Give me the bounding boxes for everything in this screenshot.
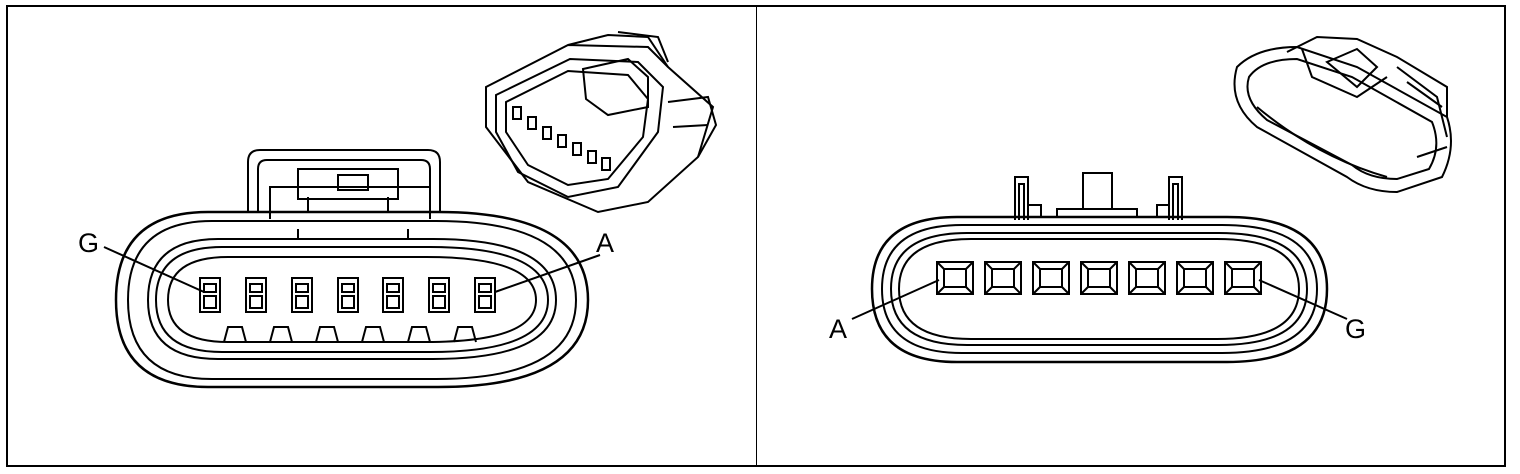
left-connector-face	[114, 149, 590, 389]
cavity-c	[1032, 261, 1070, 295]
cavity-f	[1176, 261, 1214, 295]
left-label-g: G	[78, 228, 99, 258]
left-connector-iso-view	[485, 31, 718, 214]
cavity-b	[984, 261, 1022, 295]
cavity-g	[1224, 261, 1262, 295]
right-connector-cavities	[936, 261, 1262, 295]
left-label-a: A	[596, 228, 614, 258]
right-connector-face	[870, 215, 1329, 364]
left-connector-keys	[223, 326, 477, 343]
right-connector-panel: A G	[757, 7, 1504, 465]
cavity-a	[474, 277, 496, 313]
panel-divider	[756, 5, 757, 467]
left-connector-panel: G A	[8, 7, 756, 465]
right-connector-latches	[1014, 172, 1183, 220]
right-label-g: G	[1345, 314, 1366, 344]
left-connector-drawing: G A	[78, 31, 718, 389]
cavity-b	[428, 277, 450, 313]
cavity-a	[936, 261, 974, 295]
left-leader-a	[494, 254, 601, 293]
left-leader-g	[103, 246, 205, 293]
right-leader-g	[1258, 279, 1348, 320]
cavity-g	[199, 277, 221, 313]
cavity-d	[337, 277, 359, 313]
cavity-e	[291, 277, 313, 313]
cavity-f	[245, 277, 267, 313]
cavity-e	[1128, 261, 1166, 295]
cavity-c	[382, 277, 404, 313]
right-connector-drawing: A G	[829, 35, 1452, 364]
right-connector-iso-view	[1233, 35, 1452, 194]
right-leader-a	[851, 279, 940, 320]
left-connector-cavities	[199, 277, 496, 313]
right-label-a: A	[829, 314, 847, 344]
cavity-d	[1080, 261, 1118, 295]
